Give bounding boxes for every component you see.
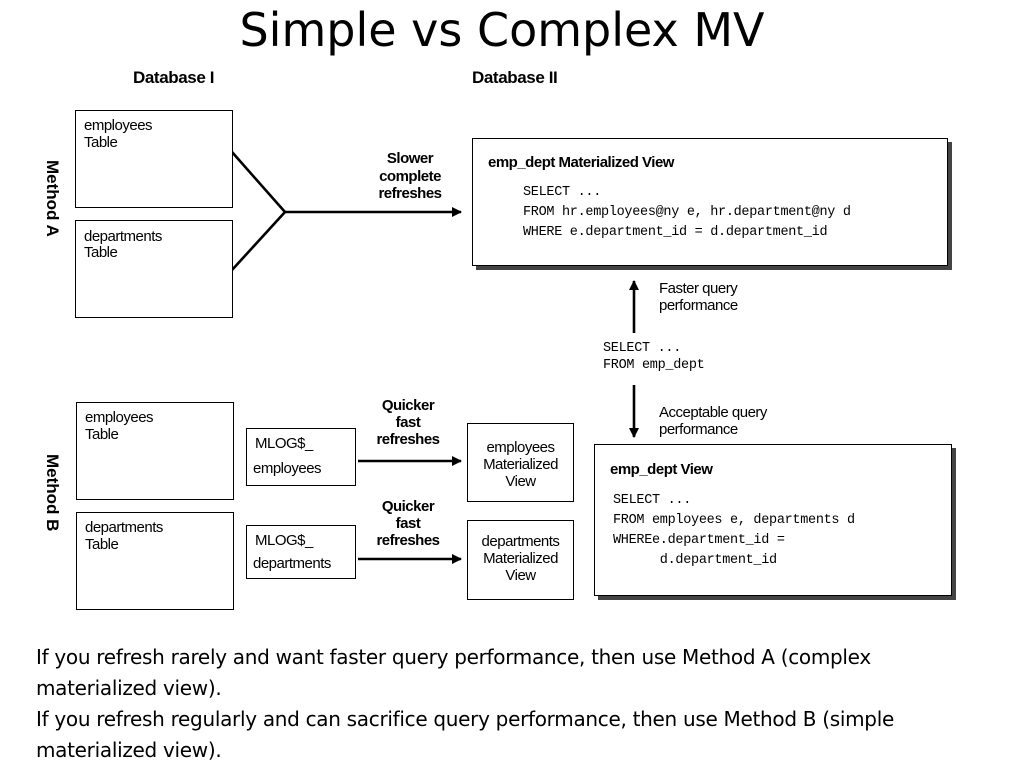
mlog-departments-prefix: MLOG$_ bbox=[255, 532, 313, 549]
faster-query-label: Faster query performance bbox=[659, 280, 738, 314]
emp-dept-view: emp_dept View SELECT ...FROM employees e… bbox=[594, 444, 952, 596]
departments-table-b-name: departments bbox=[85, 519, 163, 536]
departments-table-b-type: Table bbox=[85, 536, 119, 553]
join-line-employees bbox=[231, 151, 286, 213]
caption-method-b: If you refresh regularly and can sacrifi… bbox=[36, 707, 894, 762]
employees-table-a: employees Table bbox=[75, 110, 233, 208]
view-sql: SELECT ...FROM employees e, departments … bbox=[613, 493, 855, 568]
database-ii-header: Database II bbox=[472, 68, 558, 87]
database-i-header: Database I bbox=[133, 68, 215, 87]
mlog-departments-box: MLOG$_ departments bbox=[246, 525, 356, 579]
mv-title: emp_dept Materialized View bbox=[488, 154, 674, 171]
acceptable-query-label: Acceptable query performance bbox=[659, 404, 767, 438]
page-title: Simple vs Complex MV bbox=[239, 3, 765, 57]
employees-table-b: employees Table bbox=[76, 402, 234, 500]
employees-table-b-name: employees bbox=[85, 409, 154, 426]
departments-materialized-view: departments Materialized View bbox=[467, 520, 574, 600]
employees-table-a-name: employees bbox=[84, 117, 153, 134]
employees-table-b-type: Table bbox=[85, 426, 119, 443]
view-title: emp_dept View bbox=[610, 461, 713, 478]
departments-table-a-name: departments bbox=[84, 228, 162, 245]
mlog-employees-prefix: MLOG$_ bbox=[255, 435, 313, 452]
mv-sql: SELECT ...FROM hr.employees@ny e, hr.dep… bbox=[523, 185, 851, 240]
employees-table-a-type: Table bbox=[84, 134, 118, 151]
employees-materialized-view: employees Materialized View bbox=[467, 423, 574, 502]
quicker-refresh-label-1: Quicker fast refreshes bbox=[376, 397, 440, 448]
departments-table-b: departments Table bbox=[76, 512, 234, 610]
departments-table-a-type: Table bbox=[84, 244, 118, 261]
join-line-departments bbox=[231, 211, 286, 271]
mlog-employees-box: MLOG$_ employees bbox=[246, 428, 356, 486]
middle-sql: SELECT ...FROM emp_dept bbox=[603, 341, 705, 373]
mlog-employees-name: employees bbox=[253, 460, 322, 477]
caption: If you refresh rarely and want faster qu… bbox=[36, 642, 996, 766]
slower-refresh-label: Slower complete refreshes bbox=[378, 150, 442, 202]
quicker-refresh-label-2: Quicker fast refreshes bbox=[376, 498, 440, 549]
mlog-departments-name: departments bbox=[253, 555, 331, 572]
emp-dept-materialized-view: emp_dept Materialized View SELECT ...FRO… bbox=[472, 138, 948, 266]
departments-table-a: departments Table bbox=[75, 220, 233, 318]
caption-method-a: If you refresh rarely and want faster qu… bbox=[36, 645, 871, 700]
